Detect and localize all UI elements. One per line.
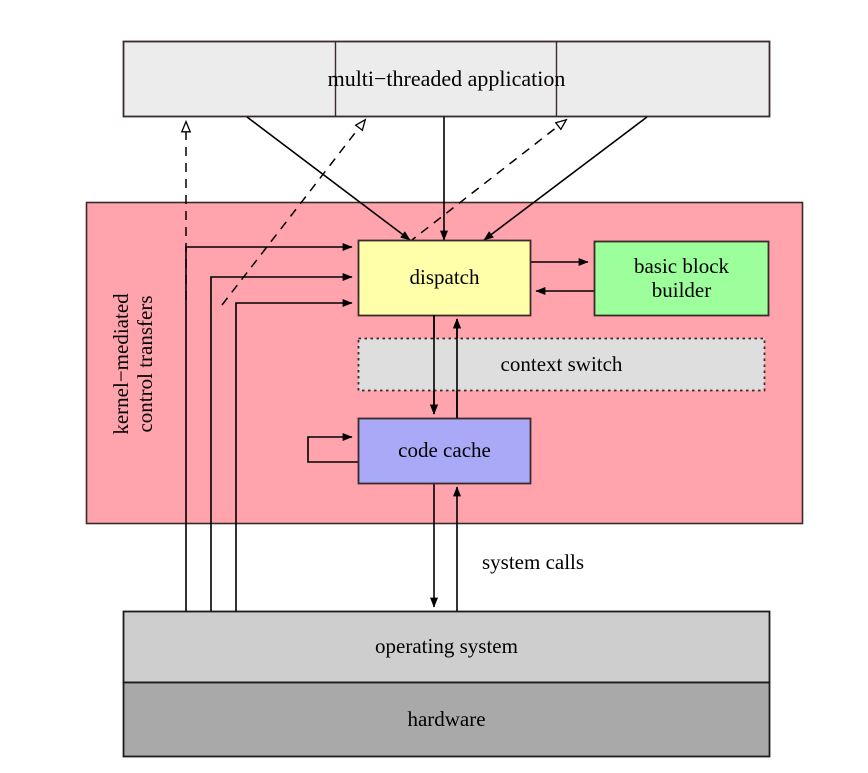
system-calls-label: system calls bbox=[482, 550, 585, 574]
code-cache-box bbox=[357, 417, 532, 485]
operating-system-box bbox=[122, 610, 771, 684]
edge-kernel-transfer-1 bbox=[185, 243, 353, 611]
hardware-box bbox=[122, 681, 771, 758]
basic-block-builder-box bbox=[593, 240, 770, 317]
edge-code-cache-self-loop bbox=[307, 433, 358, 463]
kernel-region-label: kernel−mediated control transfers bbox=[109, 293, 157, 435]
dispatch-box bbox=[357, 239, 532, 317]
edge-dispatch-to-app-dashed-2 bbox=[357, 120, 566, 283]
edge-app-to-dispatch-right bbox=[483, 116, 648, 241]
edge-kernel-transfer-2 bbox=[210, 273, 353, 611]
edge-app-to-dispatch-left bbox=[246, 116, 411, 241]
context-switch-box bbox=[357, 337, 766, 392]
edge-dispatch-to-app-dashed-1 bbox=[221, 120, 365, 306]
application-box bbox=[122, 40, 771, 118]
edge-kernel-transfer-3 bbox=[235, 299, 353, 611]
